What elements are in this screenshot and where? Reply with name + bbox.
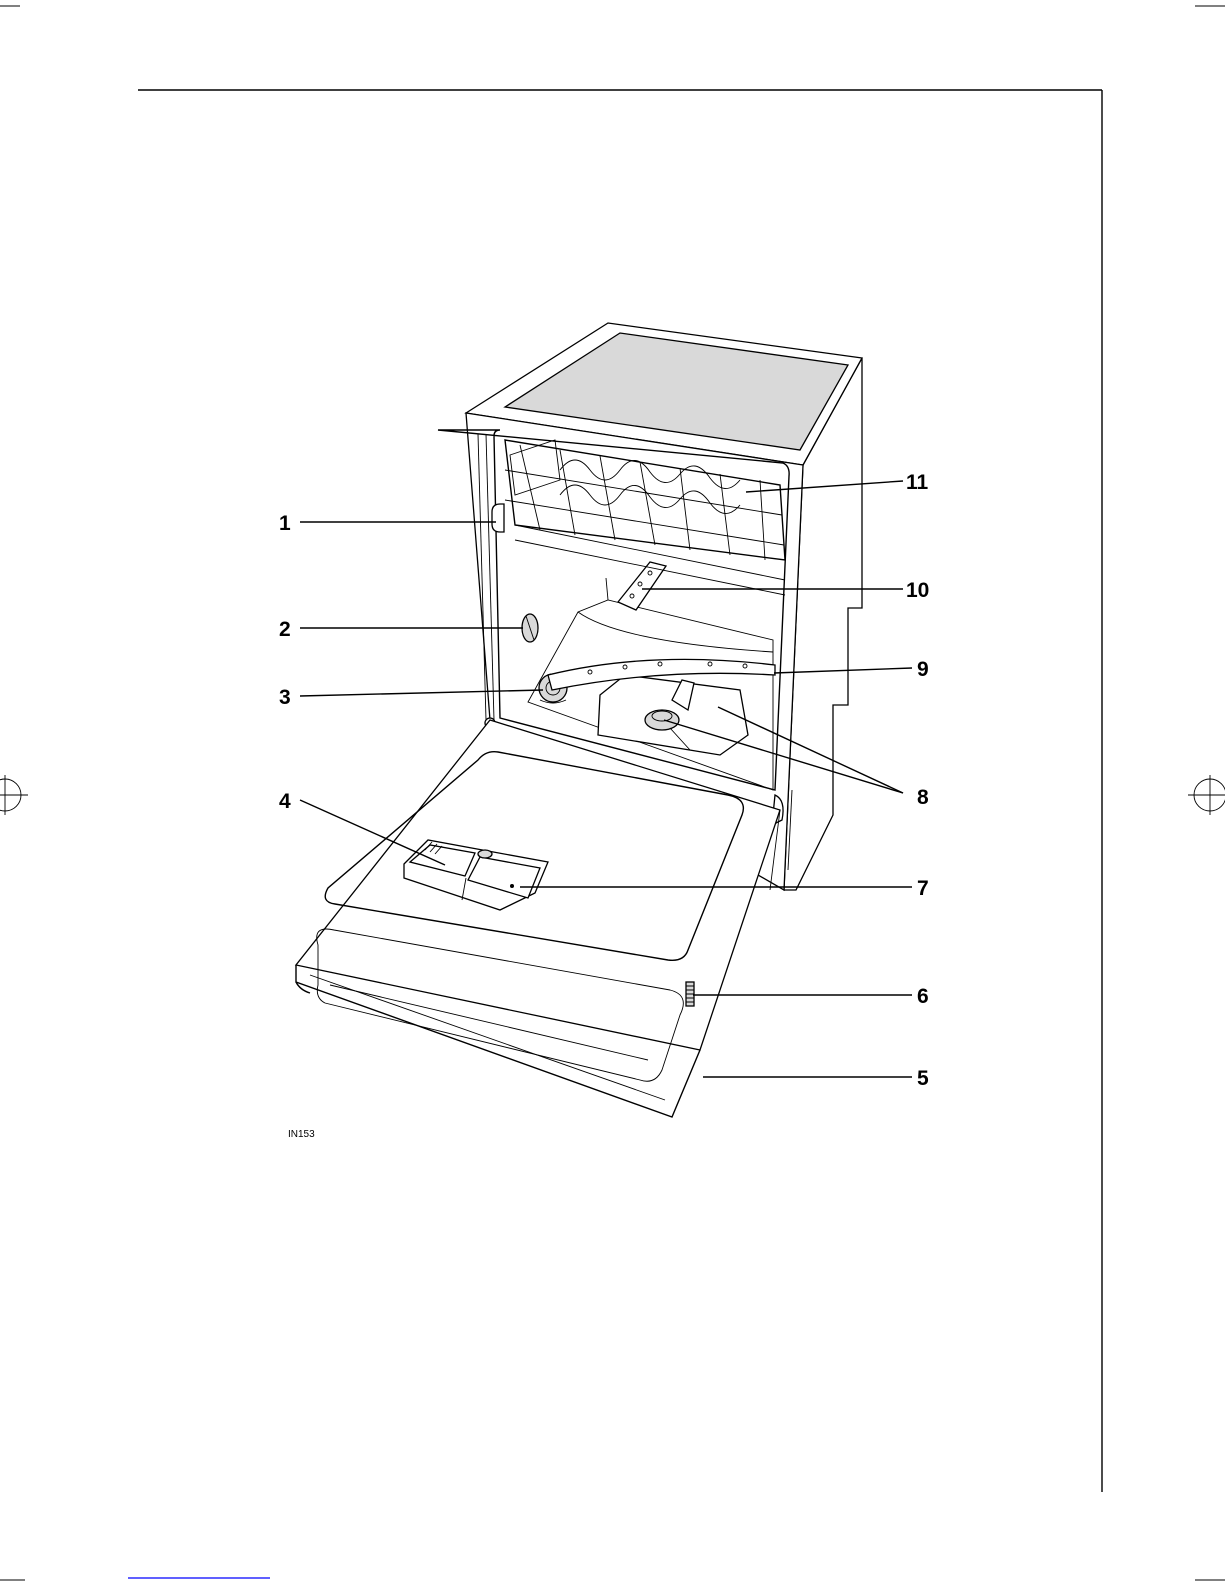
dishwasher-illustration [296, 323, 862, 1117]
filter-cup [645, 710, 679, 730]
callout-4: 4 [279, 790, 291, 813]
callout-3: 3 [279, 686, 291, 709]
callout-1: 1 [279, 512, 291, 535]
callout-7: 7 [917, 877, 929, 900]
callout-11: 11 [906, 471, 929, 494]
registration-mark-right [1188, 775, 1225, 815]
callout-10: 10 [906, 579, 929, 602]
figure-code: IN153 [288, 1129, 315, 1140]
callout-5: 5 [917, 1067, 929, 1090]
callout-8: 8 [917, 786, 929, 809]
registration-mark-left [0, 775, 28, 815]
callout-2: 2 [279, 618, 291, 641]
callout-6: 6 [917, 985, 929, 1008]
callout-9: 9 [917, 658, 929, 681]
basket-rail-stop [492, 504, 504, 532]
